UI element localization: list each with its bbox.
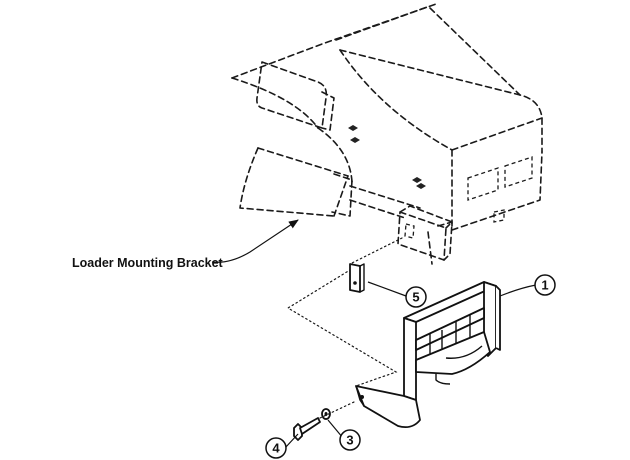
part-4-bolt: [293, 417, 321, 441]
callout-5-number: 5: [412, 290, 419, 305]
callout-1: 1: [534, 274, 556, 296]
callout-5: 5: [405, 286, 427, 308]
callout-3: 3: [339, 429, 361, 451]
assembly-path-fastener: [319, 401, 355, 419]
callout-1-number: 1: [541, 278, 548, 293]
callout-4-number: 4: [272, 441, 280, 456]
callout-leaders: [211, 219, 537, 449]
part-5-plate: [349, 263, 365, 293]
callout-4: 4: [265, 437, 287, 459]
hood-studs: [348, 125, 426, 189]
tractor-body-outline: [231, 3, 543, 265]
part-1-front-bracket: [355, 281, 501, 429]
loader-mounting-bracket-label: Loader Mounting Bracket: [72, 256, 224, 270]
assembly-path-dotted: [286, 237, 403, 387]
callout-3-number: 3: [346, 433, 353, 448]
